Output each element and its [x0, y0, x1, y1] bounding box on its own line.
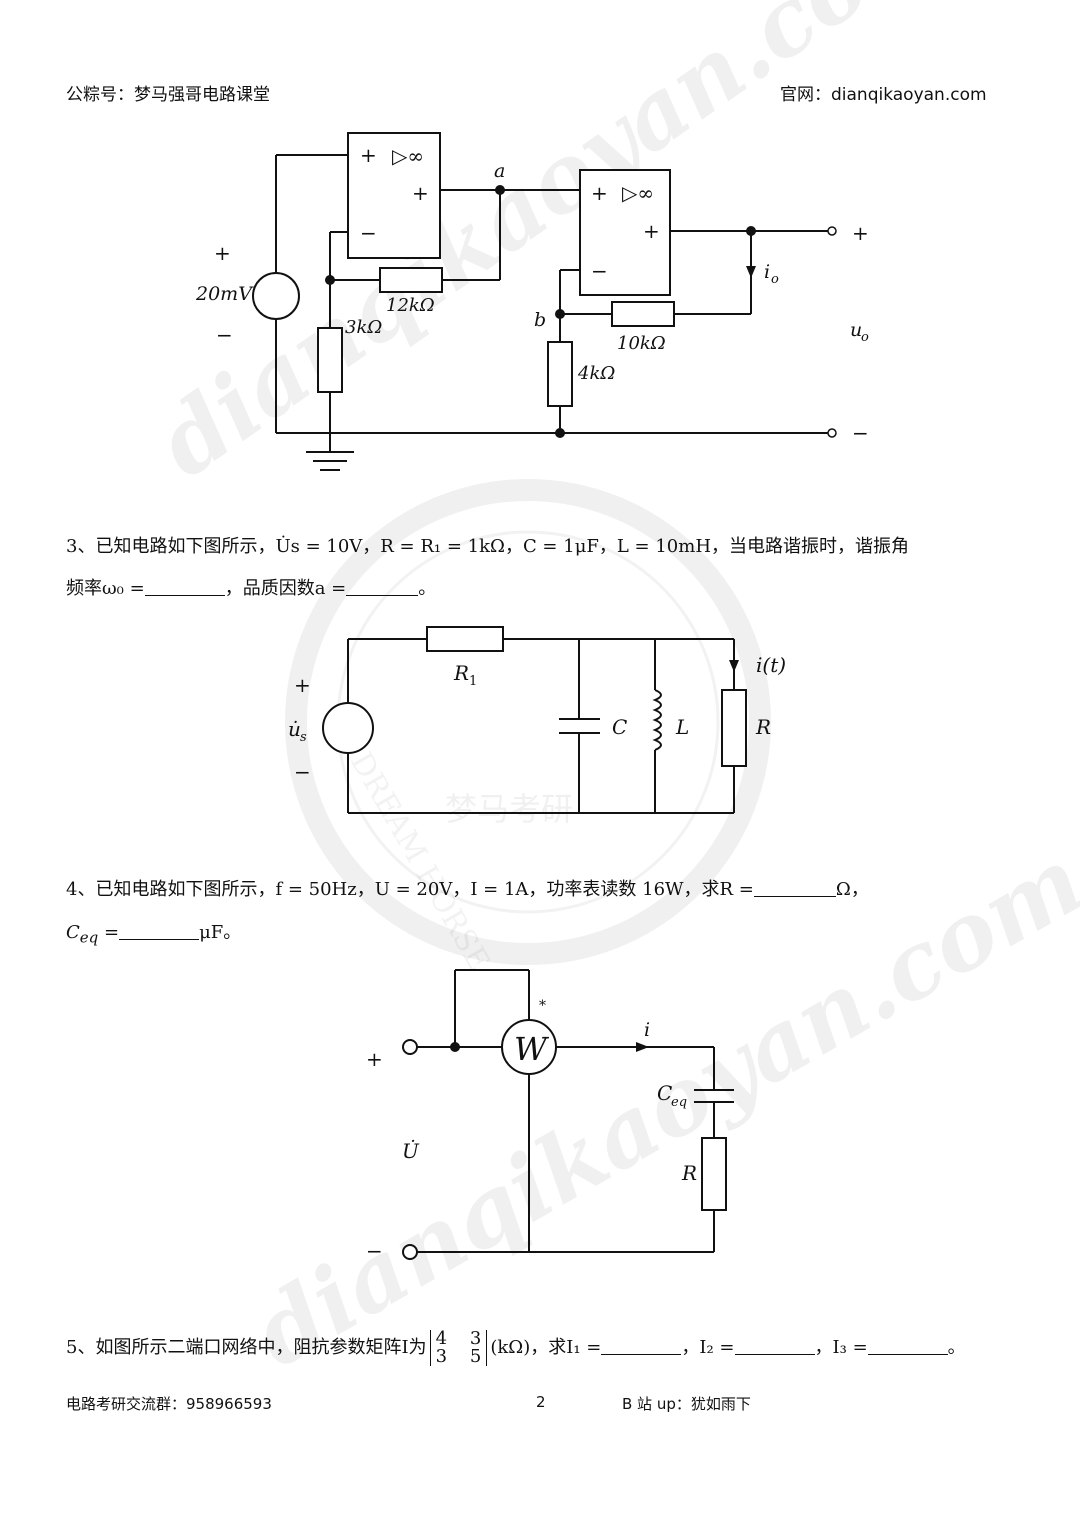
src-plus: +	[214, 241, 231, 265]
footer-left: 电路考研交流群：958966593	[66, 1395, 272, 1413]
node-b: b	[534, 309, 546, 331]
src-label: 20mV	[195, 283, 254, 305]
voltage-u: U̇	[402, 1139, 420, 1163]
source-us: u̇	[288, 717, 301, 741]
voltage-uo-sub: o	[861, 330, 869, 345]
opamp2-out-plus: +	[643, 219, 660, 243]
capacitor-ceq: C	[657, 1081, 672, 1105]
node-a: a	[494, 160, 505, 182]
resistor-r: R	[755, 715, 771, 739]
answer-blank[interactable]	[753, 878, 836, 897]
wattmeter-star: *	[539, 998, 546, 1014]
opamp1-plus: +	[360, 143, 377, 167]
terminal-plus: +	[366, 1047, 383, 1071]
r-10k: 10kΩ	[617, 333, 666, 354]
question-4-line2: Ceq =μF。	[66, 921, 242, 947]
opamp1-symbol: ▷∞	[392, 144, 424, 168]
opamp2-minus: −	[591, 259, 608, 283]
question-3-line1: 3、已知电路如下图所示，U̇s = 10V，R = R₁ = 1kΩ，C = 1…	[66, 536, 910, 557]
answer-blank[interactable]	[144, 577, 225, 596]
opamp2-symbol: ▷∞	[622, 181, 654, 205]
resistor-r1: R	[453, 661, 469, 685]
voltage-uo: u	[850, 319, 862, 341]
answer-blank[interactable]	[734, 1336, 815, 1355]
out-plus: +	[852, 221, 869, 245]
answer-blank[interactable]	[867, 1336, 948, 1355]
question-3-line2: 频率ω₀ =，品质因数a =。	[66, 577, 437, 599]
r-4k: 4kΩ	[577, 363, 615, 384]
capacitor-ceq-sub: eq	[671, 1095, 687, 1110]
src-minus: −	[216, 323, 233, 347]
resistor-r: R	[681, 1161, 697, 1185]
current-i: i	[644, 1019, 650, 1041]
seal-cn: 梦马考研	[445, 790, 573, 828]
capacitor-c: C	[612, 715, 627, 739]
header-left: 公粽号：梦马强哥电路课堂	[66, 85, 270, 105]
question-4-line1: 4、已知电路如下图所示，f = 50Hz，U = 20V，I = 1A，功率表读…	[66, 878, 869, 900]
answer-blank[interactable]	[119, 921, 200, 940]
page-number: 2	[536, 1393, 546, 1411]
opamp1-minus: −	[360, 221, 377, 245]
footer-right: B 站 up：犹如雨下	[622, 1395, 751, 1413]
resistor-r1-sub: 1	[469, 674, 477, 689]
opamp2-plus: +	[591, 181, 608, 205]
current-io: i	[764, 261, 770, 283]
current-io-sub: o	[771, 272, 779, 287]
us-plus: +	[294, 673, 311, 697]
r-3k: 3kΩ	[345, 317, 382, 338]
wattmeter-w: W	[514, 1030, 550, 1068]
header-right: 官网：dianqikaoyan.com	[780, 85, 987, 105]
source-us-sub: s	[300, 730, 307, 745]
us-minus: −	[294, 760, 311, 784]
answer-blank[interactable]	[601, 1336, 682, 1355]
answer-blank[interactable]	[346, 577, 419, 596]
opamp1-out-plus: +	[412, 181, 429, 205]
r-12k: 12kΩ	[386, 295, 435, 316]
inductor-l: L	[675, 715, 689, 739]
current-it: i(t)	[756, 653, 786, 677]
terminal-minus: −	[366, 1239, 383, 1263]
out-minus: −	[852, 421, 869, 445]
